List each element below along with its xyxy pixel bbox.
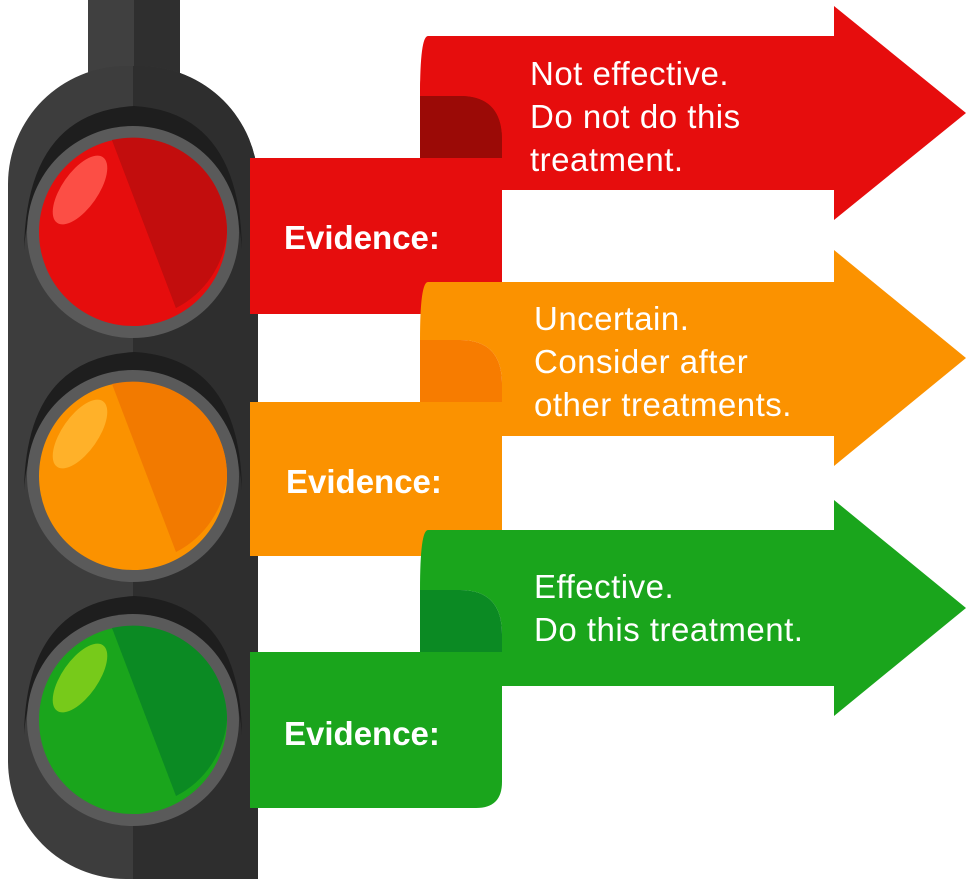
svg-text:Uncertain. Consider afte: Uncertain. Consider after other treatmen…: [534, 300, 792, 423]
red-message-line-2: Do not do this: [530, 98, 741, 135]
red-light: [27, 126, 239, 338]
green-light: [27, 614, 239, 826]
orange-message-line-3: other treatments.: [534, 386, 792, 423]
red-message-line-3: treatment.: [530, 141, 684, 178]
amber-light: [27, 370, 239, 582]
orange-message-line-2: Consider after: [534, 343, 748, 380]
svg-text:Not effective. Do not do: Not effective. Do not do this treatment.: [530, 55, 750, 178]
green-message-line-2: Do this treatment.: [534, 611, 803, 648]
red-arrow: [420, 6, 966, 220]
traffic-light: [8, 0, 258, 879]
red-message-line-1: Not effective.: [530, 55, 729, 92]
svg-text:Effective. Do this treat: Effective. Do this treatment.: [534, 568, 803, 648]
orange-message-line-1: Uncertain.: [534, 300, 689, 337]
evidence-label-orange: Evidence:: [286, 463, 442, 500]
green-message-line-1: Effective.: [534, 568, 674, 605]
green-arrow: [420, 500, 966, 716]
evidence-label-red: Evidence:: [284, 219, 440, 256]
tier-green: Evidence: Effective. Do this treatment.: [250, 500, 966, 808]
evidence-label-green: Evidence:: [284, 715, 440, 752]
tier-orange: Evidence: Uncertain. Consider after othe…: [250, 250, 966, 556]
orange-arrow: [420, 250, 966, 466]
tier-red: Evidence: Not effective. Do not do this …: [250, 6, 966, 314]
